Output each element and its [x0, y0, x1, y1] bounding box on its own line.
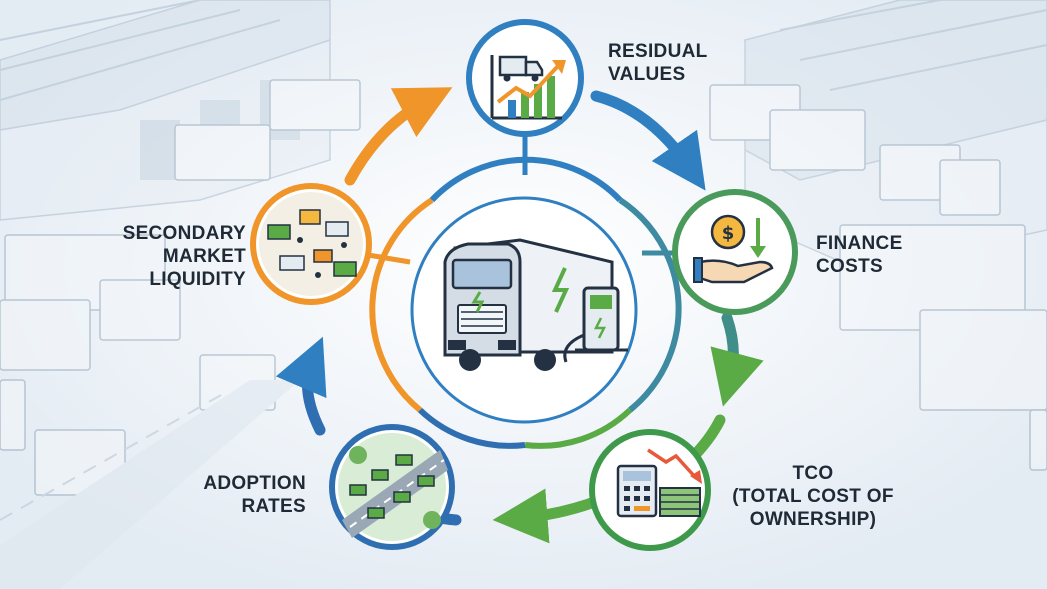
label-adoption-rates: ADOPTION RATES — [186, 472, 306, 518]
svg-text:$: $ — [722, 223, 735, 244]
label-tco: TCO (TOTAL COST OF OWNERSHIP) — [718, 462, 908, 531]
hub-electric-truck — [410, 196, 638, 424]
node-residual-values — [466, 19, 584, 175]
label-finance-costs-line-1: FINANCE — [816, 233, 903, 254]
label-secondary-line-3: LIQUIDITY — [149, 269, 246, 290]
warehouse-right-illustration — [709, 0, 1047, 471]
label-tco-line-1: TCO — [792, 463, 834, 484]
label-finance-costs-line-2: COSTS — [816, 256, 883, 277]
coin-hand-icon: $ — [693, 214, 774, 284]
label-secondary-line-1: SECONDARY — [122, 223, 246, 244]
node-secondary-market-liquidity — [250, 183, 411, 305]
electric-truck-charging-icon — [443, 238, 628, 371]
arrow-secondary-to-residual — [344, 87, 453, 186]
node-adoption-rates — [329, 424, 455, 550]
label-adoption-rates-line-1: ADOPTION — [203, 473, 306, 494]
label-tco-line-2: (TOTAL COST OF — [732, 486, 894, 507]
label-residual-values-line-1: RESIDUAL — [608, 41, 708, 62]
truck-rising-chart-icon — [490, 55, 566, 120]
label-secondary-line-2: MARKET — [162, 246, 246, 267]
highway-trucks-icon — [338, 433, 448, 541]
node-finance-costs: $ — [642, 189, 798, 315]
label-residual-values: RESIDUAL VALUES — [608, 40, 708, 86]
label-secondary-market-liquidity: SECONDARY MARKET LIQUIDITY — [96, 222, 246, 291]
label-finance-costs: FINANCE COSTS — [816, 232, 903, 278]
arrow-adoption-to-secondary — [275, 336, 327, 436]
arrow-residual-to-finance — [590, 90, 706, 191]
calculator-money-icon — [616, 448, 702, 518]
marketplace-icon — [259, 192, 363, 296]
arrow-finance-to-tco — [710, 312, 764, 407]
label-adoption-rates-line-2: RATES — [241, 496, 306, 517]
node-tco — [589, 429, 711, 551]
label-tco-line-3: OWNERSHIP) — [749, 509, 877, 530]
label-residual-values-line-2: VALUES — [608, 64, 686, 85]
warehouse-left-illustration — [0, 0, 361, 589]
